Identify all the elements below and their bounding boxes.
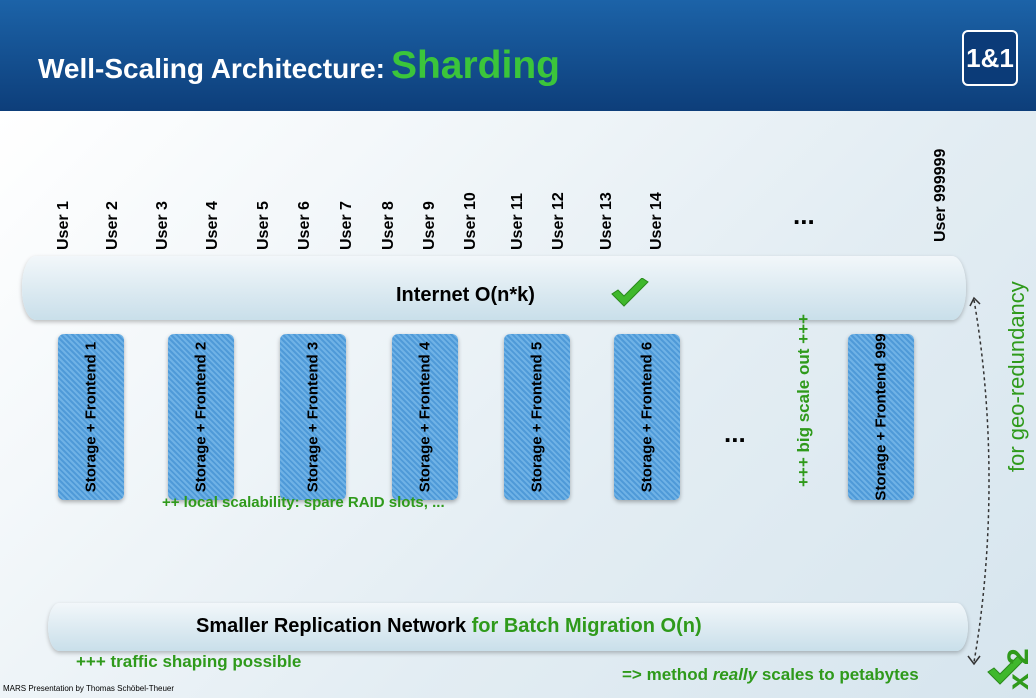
frontend-label: Storage + Frontend 4 bbox=[416, 341, 434, 493]
geo-arrow-icon bbox=[967, 296, 990, 666]
local-scalability-note: ++ local scalability: spare RAID slots, … bbox=[162, 494, 445, 511]
users-ellipsis: ... bbox=[793, 200, 815, 230]
frontend-box: Storage + Frontend 4 bbox=[392, 334, 458, 500]
user-label: User 3 bbox=[154, 201, 171, 250]
user-label: User 10 bbox=[462, 192, 479, 250]
user-label: User 11 bbox=[509, 193, 526, 250]
geo-redundancy-label: for geo-redundancy bbox=[1004, 281, 1029, 472]
traffic-note: +++ traffic shaping possible bbox=[76, 652, 302, 671]
frontend-box: Storage + Frontend 999 bbox=[848, 333, 914, 501]
user-label: User 4 bbox=[204, 201, 221, 250]
multiplier-label: x 2 bbox=[1002, 648, 1035, 690]
user-label: User 8 bbox=[380, 201, 397, 250]
frontend-label: Storage + Frontend 5 bbox=[528, 341, 546, 493]
user-label: User 13 bbox=[598, 192, 615, 250]
user-label: User 9 bbox=[421, 201, 438, 250]
user-label: User 7 bbox=[338, 201, 355, 250]
last-user-label: User 999999 bbox=[932, 148, 949, 242]
user-label: User 12 bbox=[550, 192, 567, 250]
frontend-label: Storage + Frontend 6 bbox=[638, 341, 656, 493]
user-label: User 5 bbox=[255, 201, 272, 250]
footer-credit: MARS Presentation by Thomas Schöbel-Theu… bbox=[3, 684, 175, 693]
petabytes-emphasis: really bbox=[712, 665, 758, 684]
frontend-box: Storage + Frontend 6 bbox=[614, 334, 680, 500]
petabytes-note: => method really scales to petabytes bbox=[622, 665, 919, 685]
scale-out-note: +++ big scale out +++ bbox=[794, 314, 813, 487]
company-logo: 1&1 bbox=[962, 30, 1018, 86]
user-label: User 6 bbox=[296, 201, 313, 250]
user-label: User 2 bbox=[104, 201, 121, 250]
internet-label: Internet O(n*k) bbox=[396, 284, 535, 306]
frontend-label: Storage + Frontend 1 bbox=[82, 341, 100, 493]
title-text: Well-Scaling Architecture: bbox=[38, 53, 385, 84]
frontend-label: Storage + Frontend 2 bbox=[192, 341, 210, 493]
title-accent: Sharding bbox=[390, 44, 560, 87]
replication-label-accent: for Batch Migration O(n) bbox=[471, 615, 702, 637]
last-frontend-label: Storage + Frontend 999 bbox=[872, 333, 890, 501]
internet-band bbox=[22, 256, 966, 320]
user-label: User 14 bbox=[648, 192, 665, 250]
checkmark-icon bbox=[987, 656, 1025, 685]
replication-label: Smaller Replication Network for Batch Mi… bbox=[196, 615, 702, 638]
frontend-box: Storage + Frontend 2 bbox=[168, 334, 234, 500]
frontend-box: Storage + Frontend 5 bbox=[504, 334, 570, 500]
replication-label-main: Smaller Replication Network bbox=[196, 615, 467, 637]
frontends-ellipsis: ... bbox=[724, 418, 746, 448]
petabytes-suffix: scales to petabytes bbox=[757, 665, 919, 684]
frontend-box: Storage + Frontend 1 bbox=[58, 334, 124, 500]
petabytes-prefix: => method bbox=[622, 665, 713, 684]
replication-band bbox=[48, 603, 968, 651]
frontend-label: Storage + Frontend 3 bbox=[304, 341, 322, 493]
frontend-box: Storage + Frontend 3 bbox=[280, 334, 346, 500]
checkmark-icon bbox=[611, 278, 649, 307]
page-title: Well-Scaling Architecture:Sharding bbox=[38, 44, 560, 88]
user-label: User 1 bbox=[55, 201, 72, 250]
header-bar: Well-Scaling Architecture:Sharding 1&1 bbox=[0, 0, 1036, 111]
